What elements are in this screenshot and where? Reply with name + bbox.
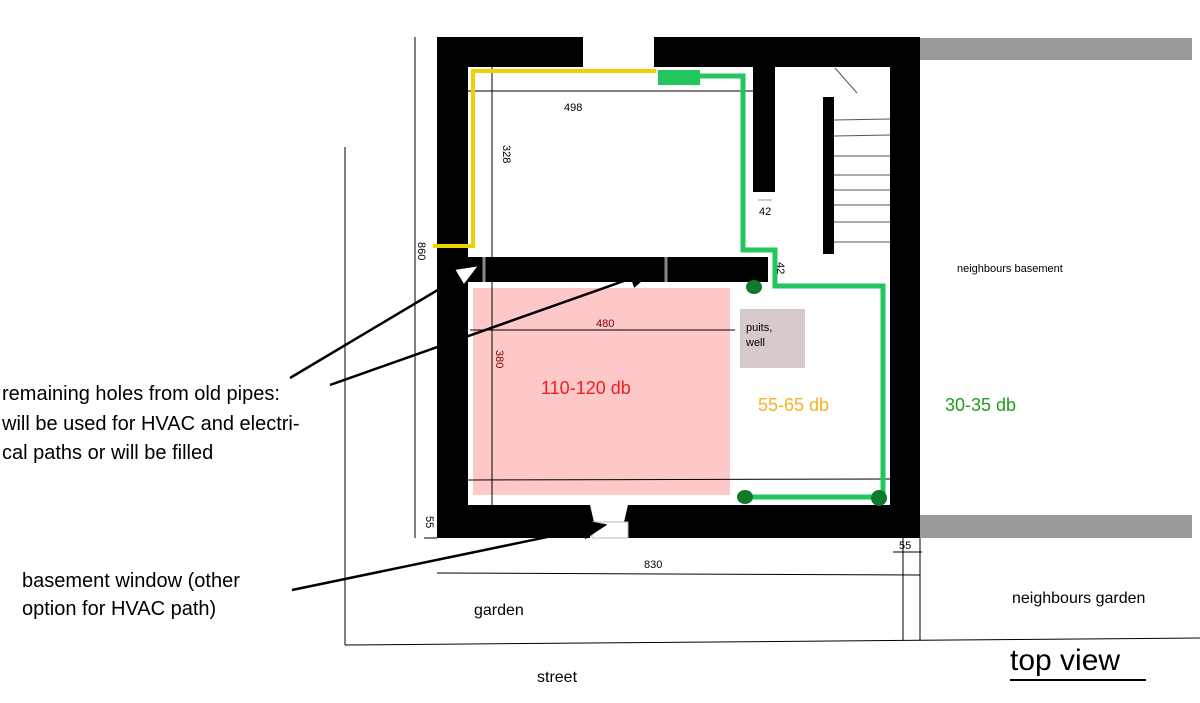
loud-zone xyxy=(473,288,730,495)
hvac-unit xyxy=(658,70,700,85)
dim-wall-gap: 42 xyxy=(774,262,786,274)
green-pipe xyxy=(700,73,886,500)
dim-bottom-room-width: 480 xyxy=(596,318,614,330)
basement-window xyxy=(591,521,629,539)
dimension-lines xyxy=(466,67,891,505)
dim-top-room-depth: 328 xyxy=(500,145,512,163)
annotation-holes-3: cal paths or will be filled xyxy=(2,442,213,464)
dim-total-depth: 860 xyxy=(415,242,427,260)
dim-stub-gap: 42 xyxy=(759,206,771,218)
annotation-holes-1: remaining holes from old pipes: xyxy=(2,383,280,405)
dim-wall-left: 55 xyxy=(423,516,435,528)
annotation-arrows xyxy=(289,266,655,592)
dim-top-room-width: 498 xyxy=(564,102,582,114)
label-neighbours-garden: neighbours garden xyxy=(1012,590,1145,607)
dim-wall-right: 55 xyxy=(899,540,911,552)
annotation-window-1: basement window (other xyxy=(22,570,240,592)
pipe-node xyxy=(871,490,887,506)
label-well-2: well xyxy=(745,337,765,349)
neighbour-wall-top xyxy=(920,38,1192,60)
label-neighbours-basement: neighbours basement xyxy=(957,263,1063,275)
staircase xyxy=(833,67,891,243)
label-top-view: top view xyxy=(1010,644,1120,677)
label-zone-loud: 110-120 db xyxy=(541,378,631,398)
neighbour-wall-bottom xyxy=(920,515,1192,538)
label-street: street xyxy=(537,669,578,686)
label-zone-mid: 55-65 db xyxy=(758,395,829,415)
pipe-node xyxy=(737,490,753,504)
label-zone-quiet: 30-35 db xyxy=(945,395,1016,415)
annotation-window-2: option for HVAC path) xyxy=(22,598,216,620)
pipe-node xyxy=(746,280,762,294)
well xyxy=(740,309,805,368)
label-garden: garden xyxy=(474,602,524,619)
dim-bottom-room-depth: 380 xyxy=(493,350,505,368)
label-well-1: puits, xyxy=(746,322,772,334)
boundary-lines xyxy=(344,37,1200,646)
yellow-pipe xyxy=(433,69,656,248)
dim-total-width: 830 xyxy=(644,559,662,571)
annotation-holes-2: will be used for HVAC and electri- xyxy=(1,413,300,435)
